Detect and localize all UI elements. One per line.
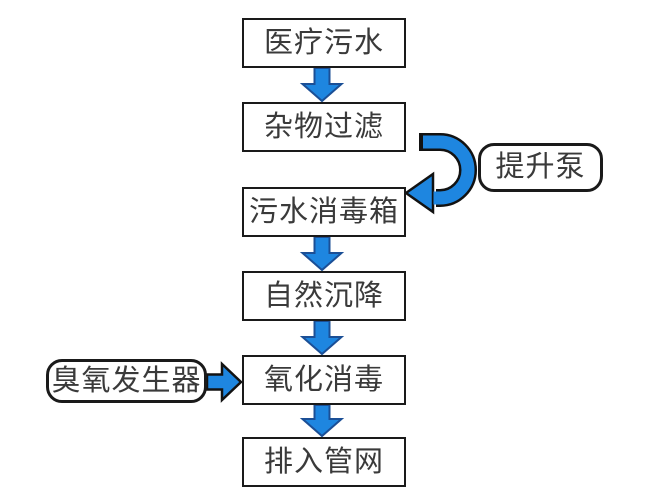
node-ozone-generator-label: 臭氧发生器 (51, 364, 202, 397)
arrow-down-2 (299, 236, 345, 272)
node-natural-sedimentation: 自然沉降 (242, 271, 406, 321)
ozone-feed-arrow (205, 361, 243, 403)
node-oxidation-disinfection-label: 氧化消毒 (263, 363, 384, 396)
arrow-down-4 (299, 404, 345, 438)
node-oxidation-disinfection: 氧化消毒 (242, 355, 406, 405)
node-sewage-disinfection-tank-label: 污水消毒箱 (248, 195, 399, 228)
node-debris-filtration: 杂物过滤 (242, 102, 406, 152)
node-lift-pump: 提升泵 (478, 143, 603, 192)
node-sewage-disinfection-tank: 污水消毒箱 (242, 187, 406, 237)
lift-pump-loop-arrow (403, 133, 477, 215)
node-ozone-generator: 臭氧发生器 (46, 359, 207, 403)
arrow-down-1 (299, 67, 345, 103)
node-discharge-to-pipe-network: 排入管网 (242, 437, 406, 487)
node-debris-filtration-label: 杂物过滤 (263, 110, 384, 143)
arrow-down-3 (299, 320, 345, 356)
node-discharge-to-pipe-network-label: 排入管网 (263, 445, 384, 478)
node-lift-pump-label: 提升泵 (495, 151, 586, 183)
node-medical-sewage: 医疗污水 (242, 18, 406, 68)
node-natural-sedimentation-label: 自然沉降 (263, 279, 384, 312)
node-medical-sewage-label: 医疗污水 (263, 26, 384, 59)
